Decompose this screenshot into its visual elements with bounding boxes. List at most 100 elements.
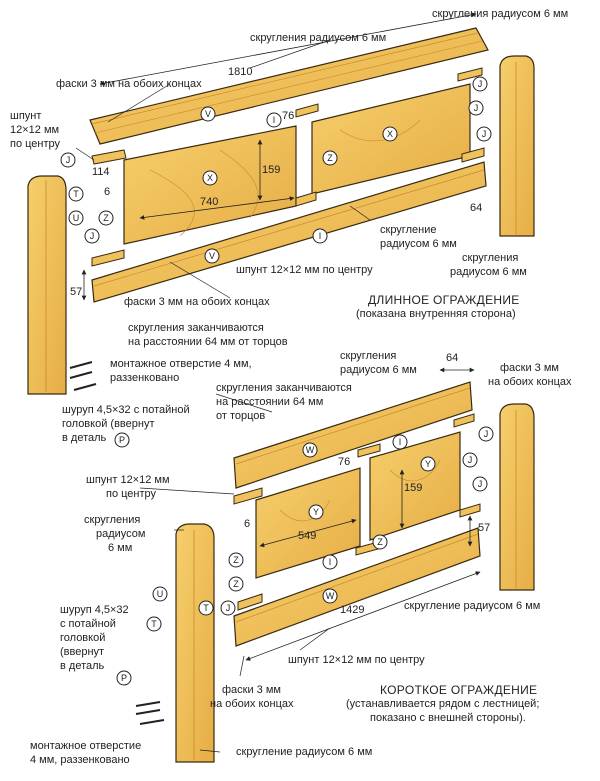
bottom-rounding-bottom: скругление радиусом 6 мм: [236, 746, 373, 758]
bottom-letter-w-lower: W: [325, 591, 335, 601]
bottom-label-z-right: [372, 534, 388, 550]
top-subtitle: (показана внутренняя сторона): [356, 308, 516, 320]
bottom-label-j-left: [220, 600, 236, 616]
bottom-label-j-right1: [478, 426, 494, 442]
bottom-rounding-top-2: радиусом 6 мм: [340, 364, 417, 376]
top-label-j-right2: [468, 100, 484, 116]
bottom-letter-y-left: Y: [312, 507, 319, 517]
top-post-right: [499, 55, 535, 237]
bottom-dim-549: 549: [298, 530, 317, 542]
bottom-letter-j-left: J: [225, 603, 231, 613]
top-chamfer-bottom: фаски 3 мм на обоих концах: [124, 296, 270, 308]
bottom-letter-y-right: Y: [424, 459, 431, 469]
top-spacer-j-bottom: [91, 249, 125, 267]
bottom-letter-z-left: Z: [233, 555, 239, 565]
bottom-post-right: [499, 403, 535, 591]
top-spacer-i: [295, 103, 319, 118]
bottom-rounding-ends-2: на расстоянии 64 мм: [216, 396, 324, 408]
bottom-letter-t: T: [151, 619, 157, 629]
bottom-dim-length: 1429: [340, 604, 365, 616]
top-screws: [69, 361, 97, 391]
bottom-letter-p: P: [120, 673, 127, 683]
top-rounding-post-right-1: скругления: [462, 252, 519, 264]
top-letter-j-r3: J: [481, 129, 487, 139]
bottom-letter-j-r3: J: [477, 479, 483, 489]
top-label-z-right: [322, 150, 338, 166]
bottom-spacer-i: [357, 443, 381, 458]
top-letter-x-right: X: [386, 129, 393, 139]
bottom-mount-hole-2: 4 мм, раззенковано: [30, 754, 130, 766]
top-label-x-left: [202, 170, 218, 186]
bottom-label-u: [152, 586, 168, 602]
bottom-subtitle-1: (устанавливается рядом с лестницей;: [346, 698, 540, 710]
bottom-rounding-ends-3: от торцов: [216, 410, 266, 422]
top-letter-t: T: [73, 189, 79, 199]
bottom-letter-w-upper: W: [305, 445, 315, 455]
top-label-v-lower: [204, 248, 220, 264]
bottom-label-w-lower: [322, 588, 338, 604]
bottom-label-i-mid: [322, 554, 338, 570]
top-dim-159: 159: [262, 164, 281, 176]
top-letter-z-left: Z: [103, 213, 109, 223]
top-rounding-post-right-2: радиусом 6 мм: [450, 266, 527, 278]
bottom-chamfer-top-1: фаски 3 мм: [500, 362, 559, 374]
bottom-rounding-post-3: 6 мм: [108, 542, 133, 554]
top-label-i-lower: [312, 228, 328, 244]
top-label-j-left: [60, 152, 76, 168]
bottom-letter-t-post: T: [203, 603, 209, 613]
bottom-screws: [135, 701, 165, 725]
bottom-letter-u: U: [156, 589, 164, 599]
bottom-title: КОРОТКОЕ ОГРАЖДЕНИЕ: [380, 683, 538, 697]
bottom-chamfer-bottom-1: фаски 3 мм: [222, 684, 281, 696]
bottom-tongue-left-1: шпунт 12×12 мм: [86, 474, 170, 486]
bottom-label-t-post: [198, 600, 214, 616]
top-post-left: [27, 175, 67, 395]
top-label-x-right: [382, 126, 398, 142]
bottom-label-z-left: [228, 552, 244, 568]
top-rounding-top-center: скругления радиусом 6 мм: [250, 32, 387, 44]
top-label-i-upper: [266, 112, 282, 128]
top-label-p: [114, 432, 130, 448]
top-rounding-mid-2: радиусом 6 мм: [380, 238, 457, 250]
top-letter-v-upper: V: [204, 109, 211, 119]
bottom-rounding-top-1: скругления: [340, 350, 397, 362]
top-chamfer-top: фаски 3 мм на обоих концах: [56, 78, 202, 90]
top-letter-j-r1: J: [477, 79, 483, 89]
top-dim-76: 76: [282, 110, 295, 122]
bottom-subtitle-2: показано с внешней стороны).: [370, 712, 526, 724]
bottom-screw-3: головкой: [60, 632, 106, 644]
bottom-label-w-upper: [302, 442, 318, 458]
top-label-v-upper: [200, 106, 216, 122]
top-rounding-top-right: скругления радиусом 6 мм: [432, 8, 569, 20]
top-rounding-ends-2: на расстоянии 64 мм от торцов: [128, 336, 288, 348]
bottom-dim-57: 57: [478, 522, 491, 534]
top-rounding-mid-1: скругление: [380, 224, 437, 236]
top-spacer-j-right2: [461, 147, 485, 163]
bottom-chamfer-bottom-2: на обоих концах: [210, 698, 294, 710]
top-label-z-left: [98, 210, 114, 226]
top-dim-57: 57: [70, 286, 83, 298]
bottom-label-j-right2: [462, 452, 478, 468]
top-letter-i-lower: I: [318, 231, 322, 241]
top-spacer-z: [295, 191, 317, 207]
top-tongue-left-1: шпунт: [10, 110, 42, 122]
top-letter-j-r2: J: [473, 103, 479, 113]
bottom-rounding-right: скругление радиусом 6 мм: [404, 600, 541, 612]
bottom-screw-2: с потайной: [60, 618, 116, 630]
top-tongue-left-2: 12×12 мм: [10, 124, 60, 136]
bottom-label-y-right: [420, 456, 436, 472]
bottom-letter-i-mid: I: [328, 557, 332, 567]
bottom-post-left: [175, 523, 215, 763]
top-screw-1: шуруп 4,5×32 с потайной: [62, 404, 190, 416]
bottom-mount-hole-1: монтажное отверстие: [30, 740, 142, 752]
bottom-tongue-bottom: шпунт 12×12 мм по центру: [288, 654, 425, 666]
top-label-j-right1: [472, 76, 488, 92]
top-mount-hole-1: монтажное отверстие 4 мм,: [110, 358, 252, 370]
top-letter-p: P: [118, 435, 125, 445]
top-dim-740: 740: [200, 196, 219, 208]
bottom-screw-4: (ввернут: [60, 646, 105, 658]
top-label-j-right3: [476, 126, 492, 142]
bottom-dim-159: 159: [404, 482, 423, 494]
